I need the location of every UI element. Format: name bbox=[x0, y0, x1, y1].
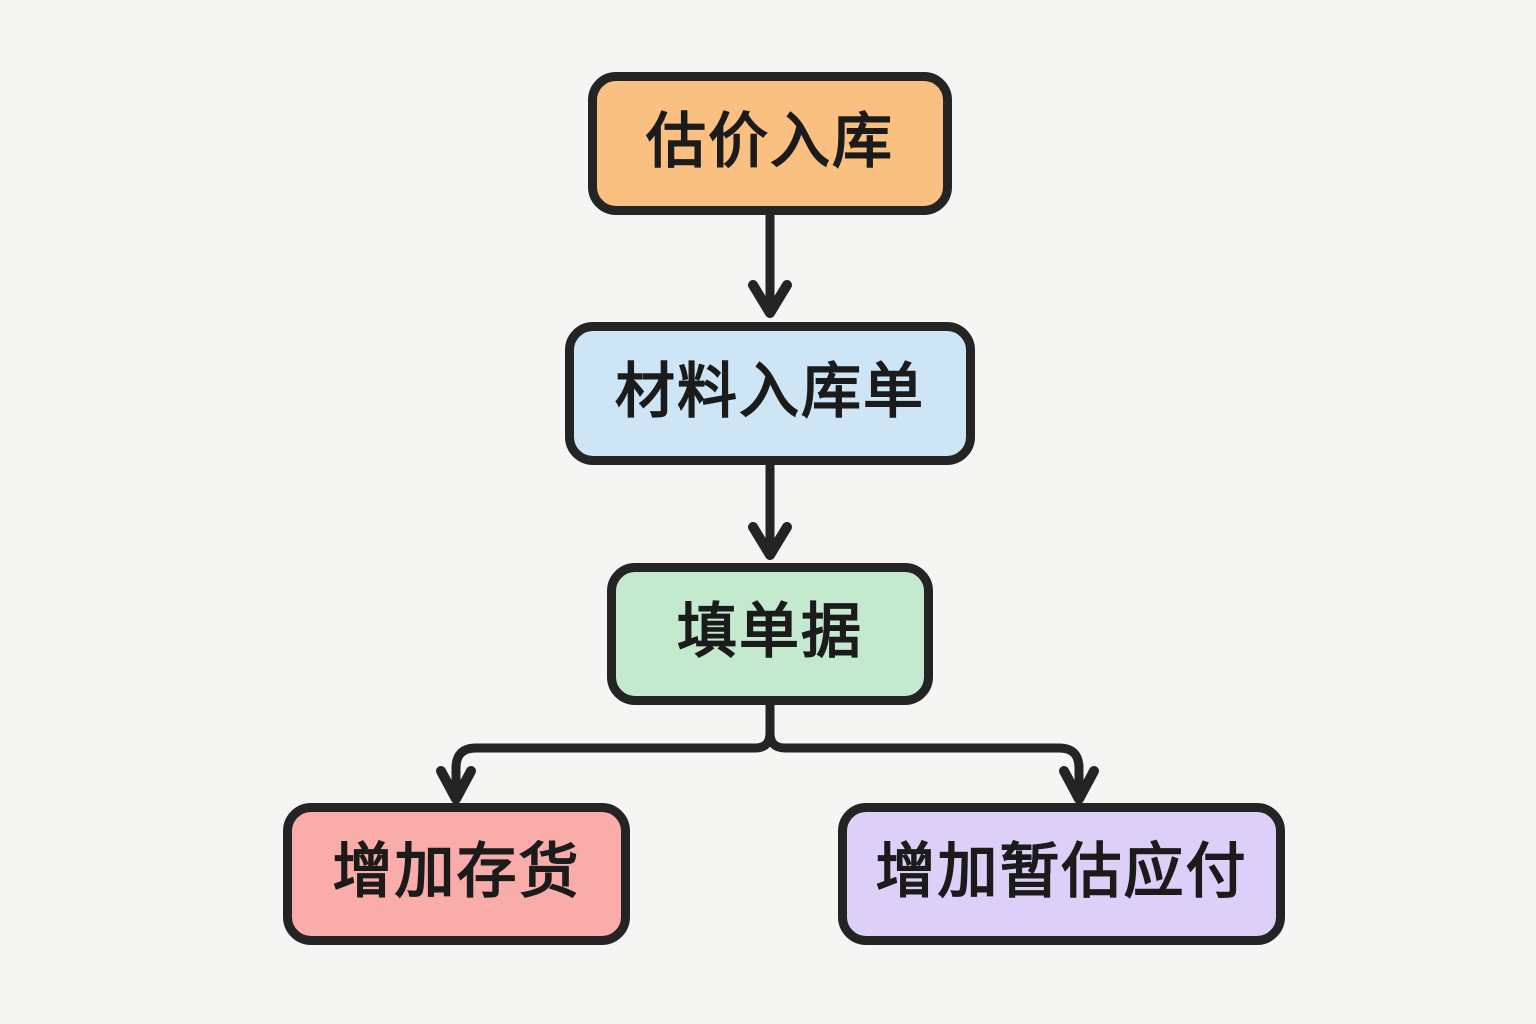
node-increase-accrued-payable-label: 增加暂估应付 bbox=[875, 838, 1248, 905]
node-fill-document: 填单据 bbox=[607, 563, 933, 705]
edge-document-to-inventory-line bbox=[451, 701, 775, 803]
node-fill-document-label: 填单据 bbox=[677, 598, 863, 665]
node-increase-inventory-label: 增加存货 bbox=[332, 838, 581, 905]
node-increase-accrued-payable: 增加暂估应付 bbox=[838, 803, 1285, 945]
node-estimate-inbound-label: 估价入库 bbox=[646, 107, 894, 175]
edge-document-to-inventory-arrowhead-icon bbox=[436, 766, 476, 804]
connectors-group bbox=[436, 211, 1099, 804]
node-material-inbound-receipt-label: 材料入库单 bbox=[615, 357, 925, 425]
edge-receipt-to-document-arrowhead-icon bbox=[748, 522, 792, 560]
edge-estimate-to-receipt-arrowhead-icon bbox=[748, 280, 792, 318]
node-material-inbound-receipt: 材料入库单 bbox=[565, 322, 975, 465]
edge-document-to-payable-line bbox=[765, 701, 1084, 803]
node-estimate-inbound: 估价入库 bbox=[588, 72, 952, 215]
node-increase-inventory: 增加存货 bbox=[283, 803, 630, 945]
edge-document-to-payable-arrowhead-icon bbox=[1059, 766, 1099, 804]
